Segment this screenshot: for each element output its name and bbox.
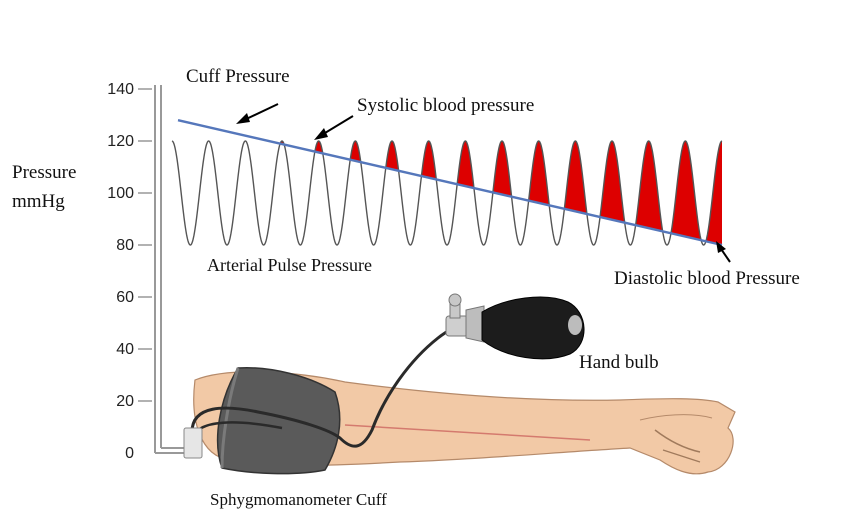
systolic-label: Systolic blood pressure: [357, 95, 534, 116]
hand-bulb-label: Hand bulb: [579, 352, 659, 373]
y-tick-40: 40: [116, 341, 134, 358]
y-tick-60: 60: [116, 289, 134, 306]
y-tick-120: 120: [107, 133, 134, 150]
arterial-pulse-label: Arterial Pulse Pressure: [207, 255, 372, 275]
y-tick-100: 100: [107, 185, 134, 202]
pulse-peak-fill: [671, 141, 701, 240]
y-axis-title-line2: mmHg: [12, 191, 65, 212]
y-tick-0: 0: [125, 445, 134, 462]
cuff-pressure-arrow: [236, 104, 278, 124]
diastolic-arrow: [716, 241, 730, 262]
cuff-pressure-label: Cuff Pressure: [186, 66, 290, 87]
y-tick-20: 20: [116, 393, 134, 410]
manometer-scale: [138, 85, 190, 453]
diastolic-label: Diastolic blood Pressure: [614, 268, 800, 289]
hand-bulb: [446, 294, 584, 359]
arterial-pulse-wave: [172, 141, 722, 245]
y-tick-80: 80: [116, 237, 134, 254]
systolic-arrow: [314, 116, 353, 140]
cuff-label: Sphygmomanometer Cuff: [210, 490, 387, 509]
y-axis-title-line1: Pressure: [12, 162, 76, 183]
y-tick-140: 140: [107, 81, 134, 98]
tube-connector: [184, 428, 202, 458]
